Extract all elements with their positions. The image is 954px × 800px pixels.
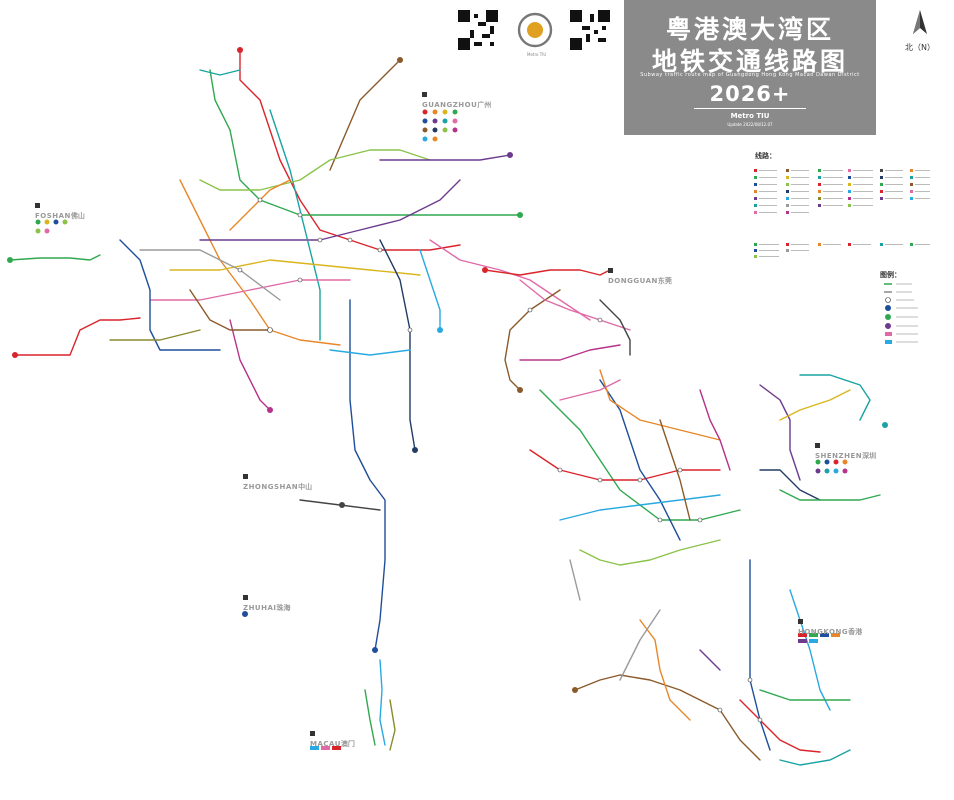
metro-icon [310,731,315,736]
title-updated: Update 2022/08/12.07 [727,122,773,127]
logo-badge [515,10,555,50]
symbols-legend [884,280,944,351]
symbols-legend-icons [884,283,918,344]
city-label-zhuhai: ZHUHAI珠海 [243,595,291,613]
metro-icon [422,92,427,97]
qr-caption: Metro TIU [527,52,547,57]
metro-icon [35,203,40,208]
shenzhen-line-badges [815,459,848,474]
compass: 北（N） [900,10,940,53]
qr-code-2 [570,10,610,50]
hongkong-line-badges [798,633,840,643]
lines-legend-swatches [754,169,930,258]
metro-icon [815,443,820,448]
city-label-guangzhou: GUANGZHOU广州 [422,92,491,110]
macau-line-badges [310,746,341,750]
city-label-hongkong: HONGKONG香港 [798,619,862,637]
metro-icon [798,619,803,624]
title-line1: 粤港澳大湾区 [665,15,834,44]
foshan-line-badges [35,219,68,234]
city-label-foshan: FOSHAN佛山 [35,203,85,221]
city-label-macau: MACAU澳门 [310,731,355,749]
terminal-badges [7,47,888,693]
shenzhen-network [529,369,881,601]
title-divider [694,108,806,109]
transfer-stations [237,197,763,723]
city-label-shenzhen: SHENZHEN深圳 [815,443,876,461]
title-panel: 粤港澳大湾区 地铁交通线路图 Subway traffic route map … [624,0,876,135]
title-author: Metro TIU [730,112,770,120]
hongkong-network [574,559,851,766]
qr-code-1 [458,10,498,50]
title-subtitle: Subway traffic route map of Guangdong Ho… [640,72,860,78]
guangzhou-line-badges [422,109,458,142]
city-label-dongguan: DONGGUAN东莞 [608,268,672,286]
metro-icon [243,474,248,479]
lines-legend-heading: 线路： [755,152,776,160]
symbols-legend-heading: 图例： [880,271,901,279]
metro-icon [243,595,248,600]
title-year: 2026+ [709,82,791,106]
guangzhou-foshan-network [9,49,591,651]
compass-label: 北（N） [905,43,935,52]
zhuhai-macau-network [364,659,396,751]
north-arrow-icon [913,10,927,34]
city-label-zhongshan: ZHONGSHAN中山 [243,474,312,492]
dongguan-network [484,269,631,391]
title-line2: 地铁交通线路图 [651,47,848,76]
lines-legend-grid [754,163,934,263]
metro-icon [608,268,613,273]
